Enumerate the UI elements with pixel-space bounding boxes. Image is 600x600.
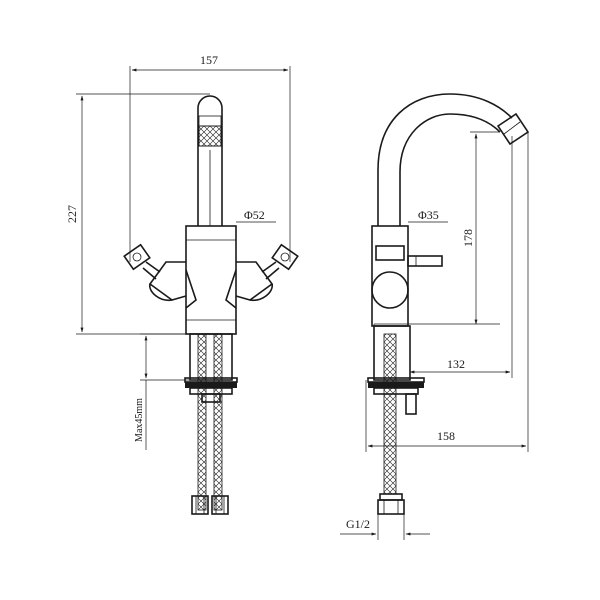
side-view: Φ35 178 132 [340, 93, 530, 540]
side-thread-label: G1/2 [346, 517, 370, 531]
side-total-reach-dimension: 158 [365, 132, 529, 452]
side-body [371, 225, 443, 327]
front-diameter-dimension: Φ52 [236, 208, 276, 223]
front-base [184, 333, 238, 403]
side-reach-label: 132 [447, 357, 465, 371]
side-total-reach-label: 158 [437, 429, 455, 443]
front-right-handle [225, 243, 299, 309]
side-reach-dimension: 132 [373, 136, 513, 380]
side-spout [377, 93, 530, 226]
front-hoses [191, 333, 229, 515]
front-max-thickness-dimension: Max45mm [134, 333, 190, 450]
side-spout-height-label: 178 [461, 229, 475, 247]
front-body [185, 225, 237, 335]
side-hose [377, 333, 405, 515]
front-height-dimension: 227 [65, 93, 210, 335]
front-width-label: 157 [200, 53, 218, 67]
side-diameter-dimension: Φ35 [408, 208, 448, 223]
side-diameter-label: Φ35 [418, 208, 439, 222]
front-max-thickness-label: Max45mm [134, 398, 145, 442]
front-diameter-label: Φ52 [244, 208, 265, 222]
side-thread-dimension: G1/2 [340, 514, 430, 540]
front-left-handle [123, 243, 197, 309]
front-width-dimension: 157 [129, 53, 291, 262]
side-spout-height-dimension: 178 [461, 131, 500, 325]
front-spout [197, 95, 223, 226]
front-height-label: 227 [65, 205, 79, 223]
front-view: 157 227 Φ52 [65, 53, 299, 515]
